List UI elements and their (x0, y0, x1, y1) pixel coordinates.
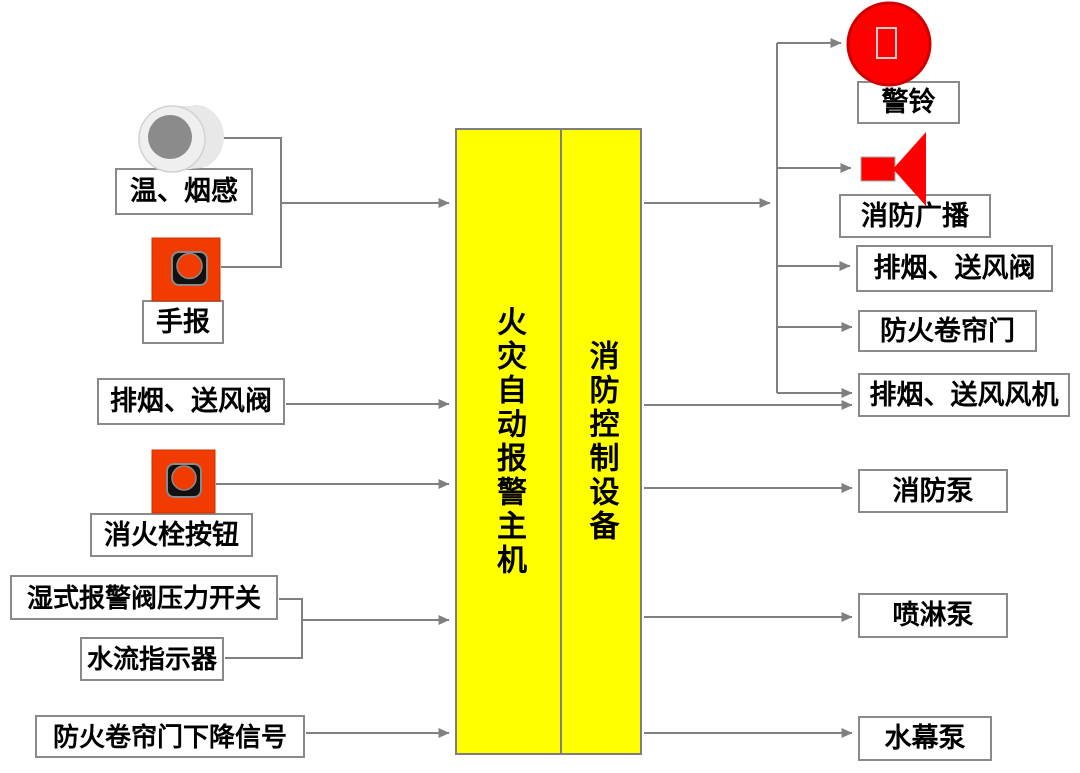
output-fire-pump-label: 消防泵 (858, 469, 1008, 513)
input-shutter-descent-signal-label: 防火卷帘门下降信号 (35, 715, 305, 758)
alarm-bell-icon (846, 1, 932, 87)
fire-alarm-host-box: 火灾自动报警主机 (457, 130, 560, 753)
output-smoke-supply-valve-label: 排烟、送风阀 (856, 245, 1053, 292)
central-host-box: 火灾自动报警主机 消防控制设备 (455, 128, 642, 755)
hydrant-button-icon (151, 449, 216, 514)
smoke-detector-icon (138, 105, 224, 173)
output-sprinkler-pump-label: 喷淋泵 (858, 593, 1008, 638)
fire-control-equipment-label: 消防控制设备 (584, 339, 618, 544)
input-hydrant-button-label: 消火栓按钮 (90, 513, 253, 557)
output-connectors (644, 38, 853, 738)
input-connectors (206, 137, 450, 738)
input-smoke-heat-sensor-label: 温、烟感 (115, 168, 253, 215)
host-divider (560, 130, 562, 753)
output-water-curtain-pump-label: 水幕泵 (858, 716, 992, 761)
output-fire-broadcast-label: 消防广播 (839, 194, 991, 238)
fire-control-equipment-box: 消防控制设备 (562, 130, 640, 753)
output-alarm-bell-label: 警铃 (857, 81, 960, 124)
fire-alarm-host-label: 火灾自动报警主机 (492, 305, 525, 578)
input-manual-alarm-label: 手报 (142, 300, 224, 344)
manual-call-point-icon (151, 237, 221, 302)
output-fire-shutter-door-label: 防火卷帘门 (858, 310, 1037, 352)
input-wet-valve-pressure-switch-label: 湿式报警阀压力开关 (10, 575, 278, 620)
input-water-flow-indicator-label: 水流指示器 (80, 637, 224, 681)
output-smoke-supply-fan-label: 排烟、送风风机 (858, 373, 1070, 417)
input-smoke-supply-valve-label: 排烟、送风阀 (97, 378, 285, 425)
